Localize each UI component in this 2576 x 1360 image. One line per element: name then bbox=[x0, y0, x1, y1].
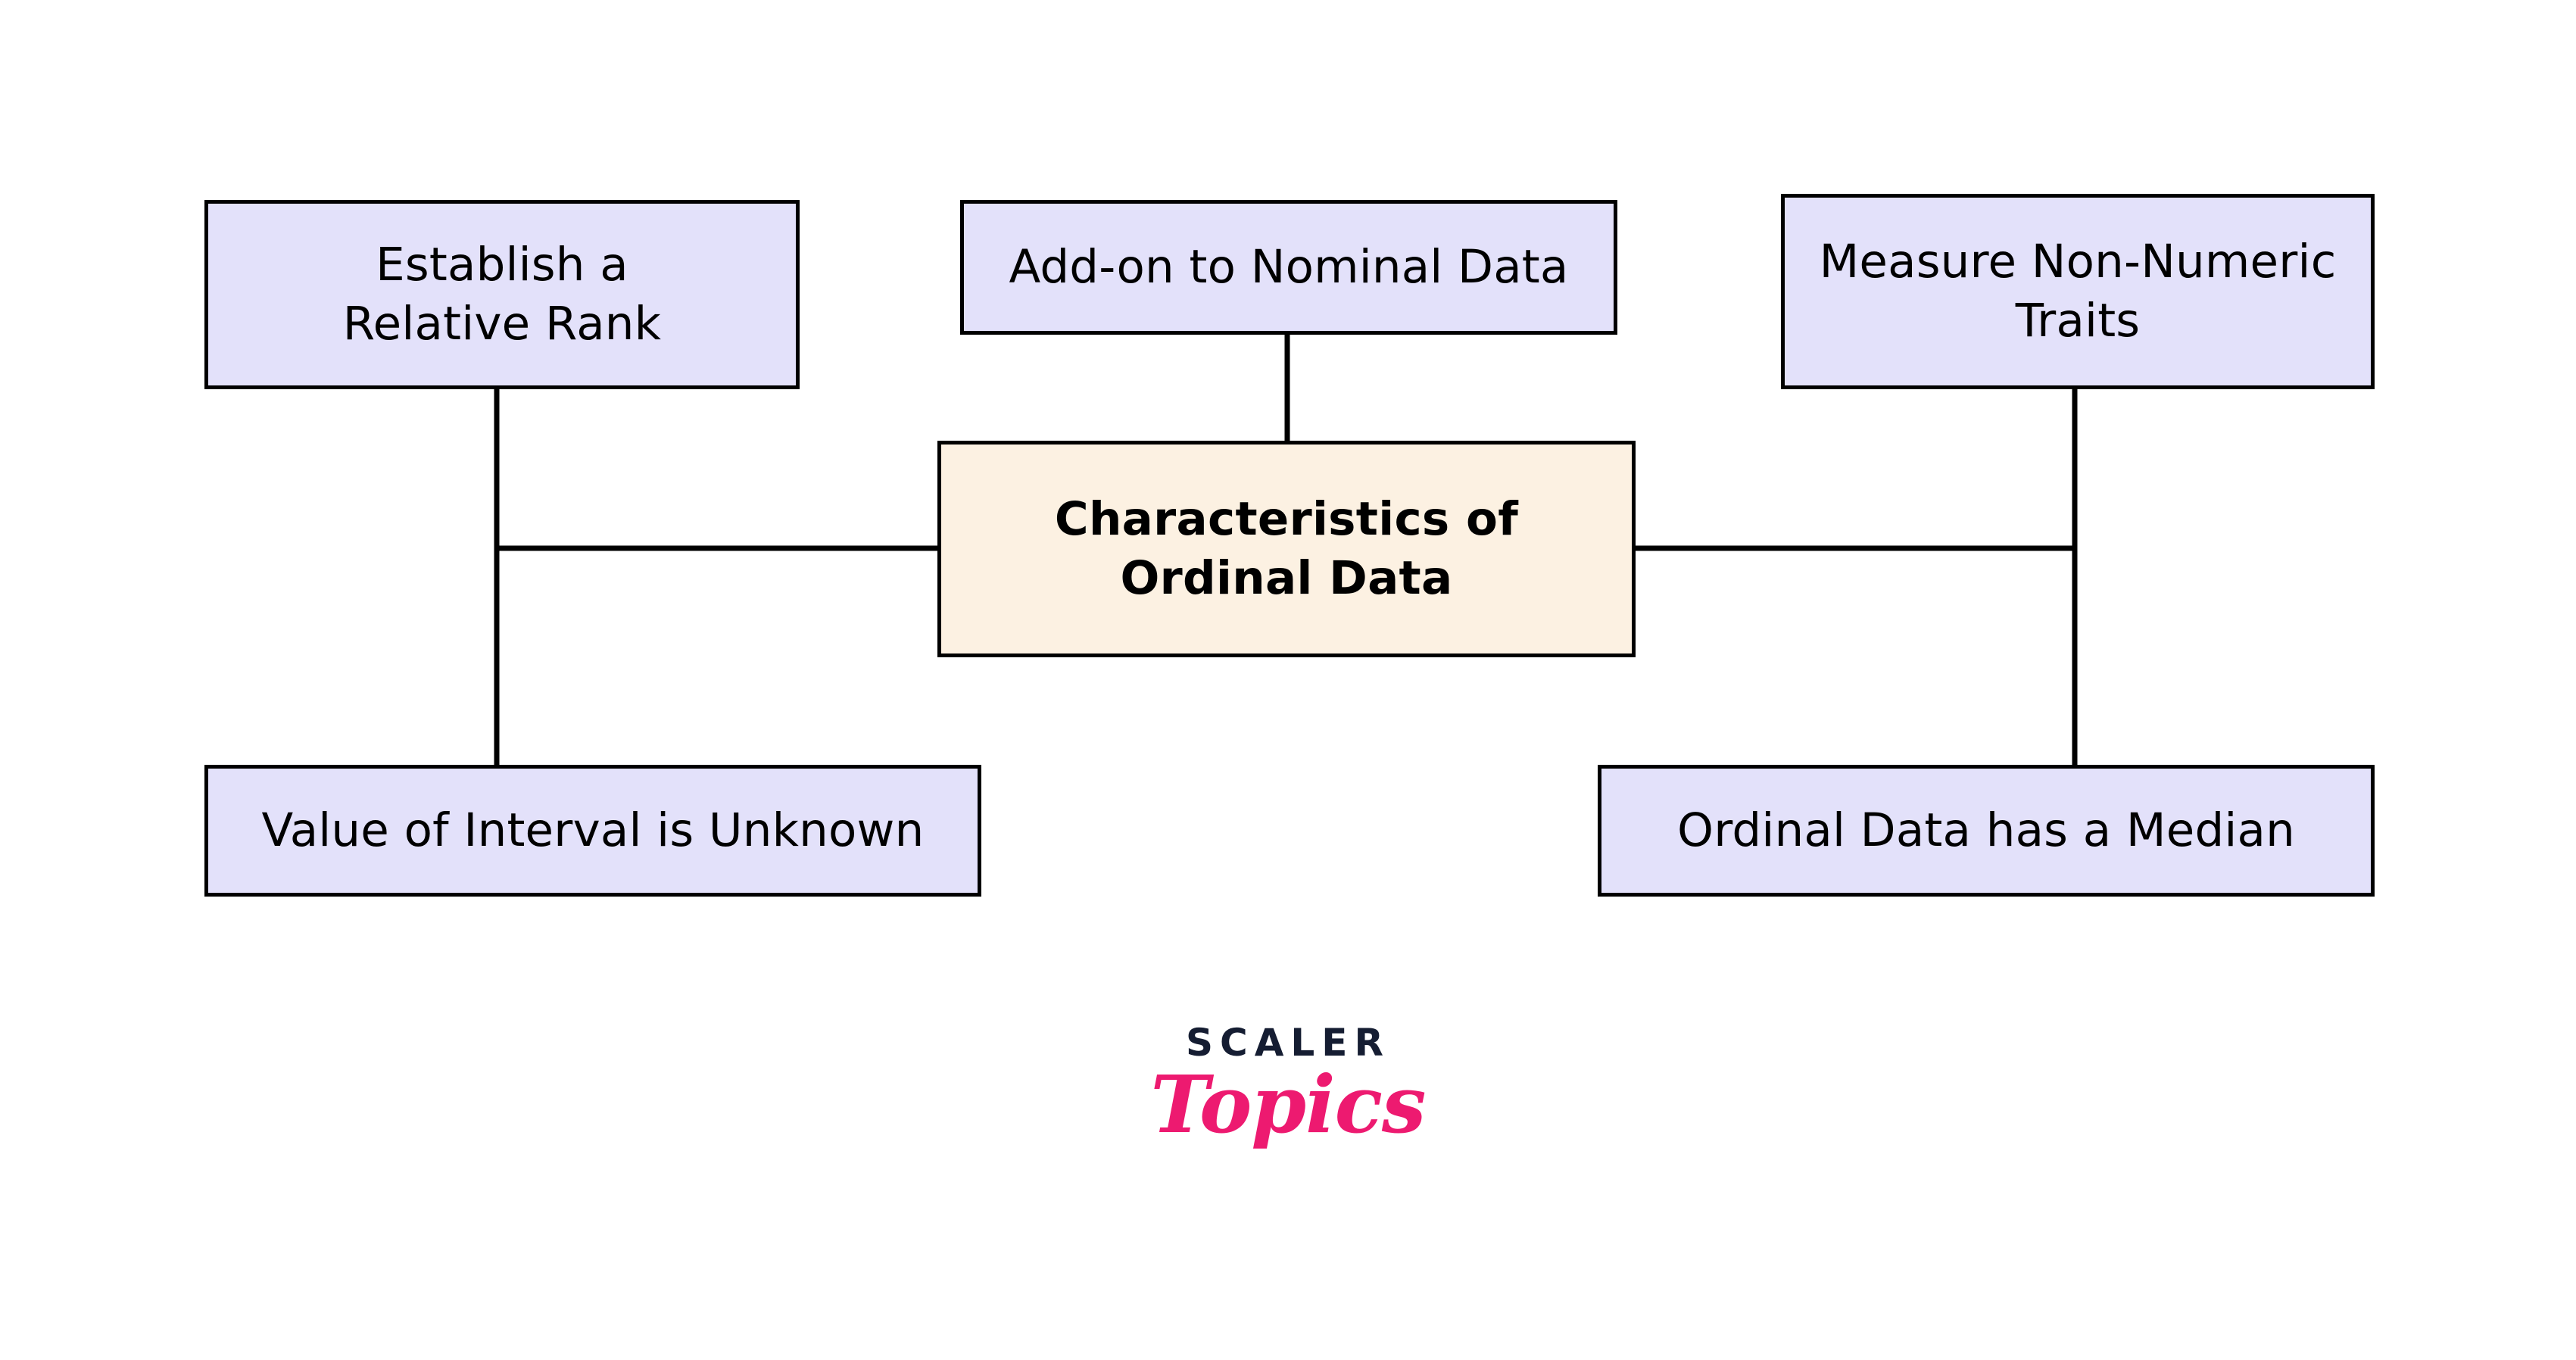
node-add-on-to-nominal-data: Add-on to Nominal Data bbox=[960, 200, 1617, 335]
node-characteristics-of-ordinal-data: Characteristics of Ordinal Data bbox=[937, 441, 1636, 657]
logo-wordmark-topics: Topics bbox=[1150, 1058, 1427, 1151]
node-ordinal-data-has-a-median: Ordinal Data has a Median bbox=[1598, 765, 2375, 897]
node-measure-non-numeric-traits: Measure Non-Numeric Traits bbox=[1781, 194, 2375, 389]
logo-wordmark-scaler: SCALER bbox=[1186, 1021, 1390, 1065]
scaler-topics-logo: SCALER Topics bbox=[0, 1024, 2576, 1146]
node-establish-relative-rank: Establish a Relative Rank bbox=[204, 200, 800, 389]
node-value-of-interval-is-unknown: Value of Interval is Unknown bbox=[204, 765, 981, 897]
